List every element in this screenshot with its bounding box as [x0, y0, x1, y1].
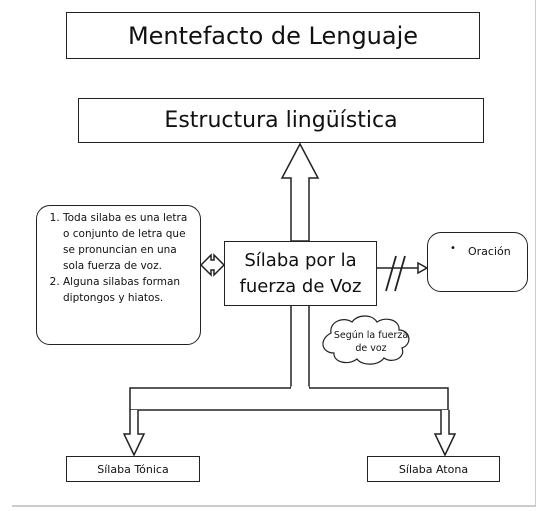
isoordinate-item: Toda silaba es una letra o conjunto de l…	[63, 210, 194, 274]
bottom-divider	[12, 505, 535, 507]
isoordinate-list: Toda silaba es una letra o conjunto de l…	[45, 210, 194, 306]
criterion-cloud	[322, 315, 410, 365]
division-bar	[129, 387, 449, 411]
bullet-icon: •	[450, 243, 456, 254]
central-concept-box: Sílaba por la fuerza de Voz	[224, 241, 377, 306]
diagram-title: Mentefacto de Lenguaje	[66, 12, 480, 59]
exclusion-box: • Oración	[427, 232, 528, 292]
isoordinate-note: Toda silaba es una letra o conjunto de l…	[36, 205, 201, 345]
supraordinate-box: Estructura lingüística	[78, 98, 484, 143]
page-frame	[12, 0, 536, 507]
supraordinate-arrow	[280, 142, 320, 242]
exclusion-arrowhead	[417, 261, 429, 275]
exclusion-slash-2	[394, 255, 406, 292]
division-stem	[290, 306, 310, 388]
infraordinate-box-tonica: Sílaba Tónica	[66, 456, 200, 482]
infraordinate-arrow-left	[122, 410, 146, 457]
division-criterion-label: Según la fuerza de voz	[333, 330, 409, 354]
exclusion-label: Oración	[468, 245, 511, 258]
infraordinate-arrow-right	[433, 410, 457, 457]
infraordinate-box-atona: Sílaba Atona	[367, 456, 500, 482]
isoordinate-arrow	[199, 253, 226, 277]
isoordinate-item: Alguna silabas forman diptongos y hiatos…	[63, 274, 194, 306]
exclusion-slash-1	[385, 255, 397, 292]
